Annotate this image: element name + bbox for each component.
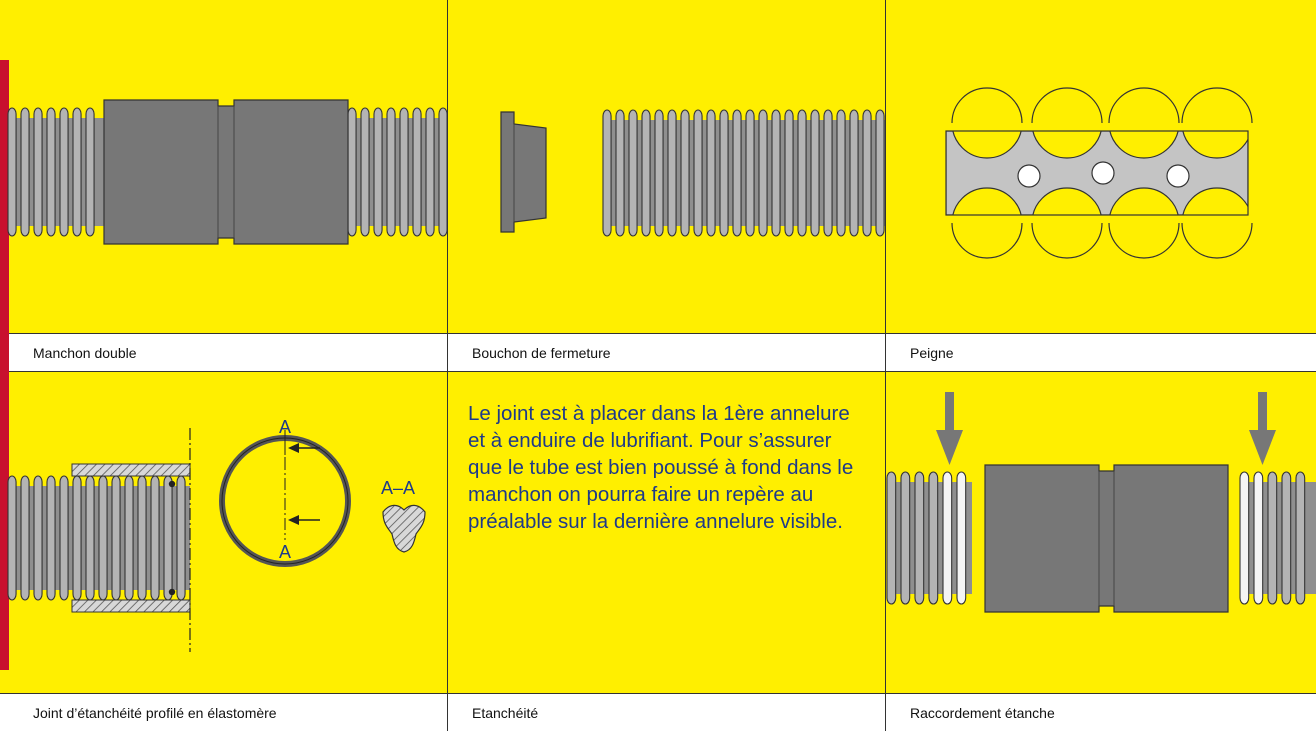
arrow-down-icon (936, 392, 963, 465)
grid-divider (0, 371, 1316, 372)
corrugated-tube-icon (7, 475, 190, 601)
etancheite-instructions: Le joint est à placer dans la 1ère annel… (468, 402, 854, 533)
caption-peigne: Peigne (886, 334, 1316, 371)
binder-edge (0, 60, 9, 670)
corrugated-tube-icon (602, 109, 885, 237)
double-sleeve-icon (984, 464, 1229, 613)
comb-icon (945, 87, 1253, 259)
double-sleeve-icon (103, 99, 349, 245)
corrugated-tube-icon (886, 471, 972, 605)
caption-manchon-double: Manchon double (9, 334, 447, 371)
corrugated-tube-icon (1239, 471, 1316, 605)
corrugated-tube-icon (347, 107, 448, 237)
grid-divider (0, 333, 1316, 334)
corrugated-tube-icon (7, 107, 104, 237)
grid-divider (447, 0, 448, 731)
caption-joint: Joint d’étanchéité profilé en élastomère (9, 694, 447, 731)
caption-bouchon: Bouchon de fermeture (448, 334, 885, 371)
grid-divider (0, 693, 1316, 694)
caption-etancheite: Etanchéité (448, 694, 885, 731)
panel-etancheite (448, 372, 885, 693)
end-cap-icon (500, 111, 547, 233)
cut-label-bottom: A (279, 542, 291, 562)
cut-name-label: A–A (381, 478, 415, 498)
arrow-down-icon (1249, 392, 1276, 465)
arrow-left-icon (288, 443, 320, 525)
tube-cross-section-icon (219, 430, 351, 567)
sleeve-section-icon (71, 428, 191, 652)
grid-divider (885, 0, 886, 731)
cut-label-top: A (279, 417, 291, 437)
caption-raccordement: Raccordement étanche (886, 694, 1316, 731)
seal-ring-icon (382, 504, 426, 553)
